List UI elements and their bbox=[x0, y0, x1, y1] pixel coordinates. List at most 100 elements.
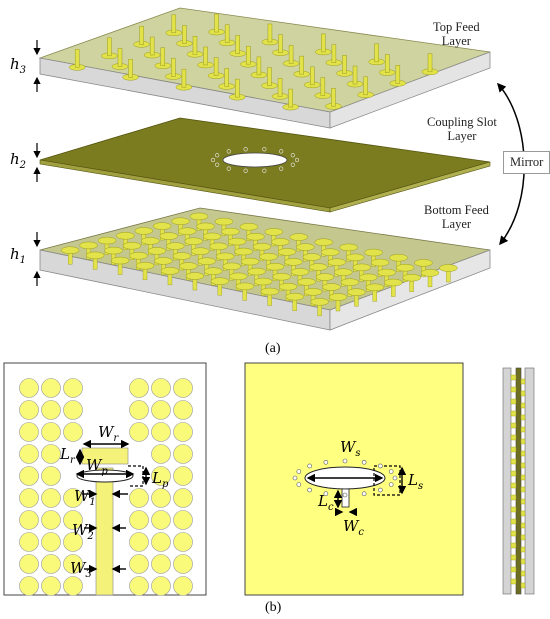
bottom-pad bbox=[264, 228, 284, 236]
patch-circle bbox=[151, 510, 171, 530]
top-post bbox=[160, 47, 166, 67]
bottom-pad bbox=[315, 273, 335, 281]
bottom-pad bbox=[420, 269, 440, 277]
bottom-pad bbox=[154, 257, 173, 265]
patch-circle bbox=[173, 532, 193, 552]
bottom-pad bbox=[339, 243, 358, 252]
bottom-pad bbox=[228, 272, 248, 281]
bottom-pad bbox=[196, 222, 215, 231]
patch-circle bbox=[173, 466, 193, 486]
top-post bbox=[299, 55, 304, 75]
bottom-pad bbox=[414, 259, 433, 267]
ls-label: Ls bbox=[408, 471, 424, 493]
patch-circle bbox=[41, 532, 61, 552]
slot-view-via bbox=[392, 475, 398, 481]
bottom-pad bbox=[297, 278, 316, 286]
slot-view-via bbox=[378, 463, 383, 469]
side-pad bbox=[510, 518, 517, 525]
bottom-pad bbox=[327, 258, 347, 266]
side-pad bbox=[520, 378, 526, 385]
top-post bbox=[277, 78, 283, 97]
bottom-pad bbox=[152, 222, 172, 230]
patch-circle bbox=[151, 532, 171, 552]
side-pad bbox=[510, 434, 517, 441]
bottom-pad bbox=[365, 283, 385, 292]
bottom-pad bbox=[110, 256, 130, 265]
bottom-pad bbox=[221, 227, 240, 236]
patch-circle bbox=[151, 466, 171, 486]
slot-view-via bbox=[388, 469, 394, 474]
patch-circle bbox=[173, 554, 193, 574]
side-pad bbox=[510, 506, 517, 513]
bottom-pad bbox=[322, 283, 341, 291]
top-post bbox=[320, 77, 326, 96]
top-post bbox=[128, 59, 133, 78]
patch-circle bbox=[19, 488, 39, 508]
patch-circle bbox=[173, 422, 193, 442]
side-pad bbox=[520, 414, 526, 421]
bottom-pad bbox=[160, 267, 180, 275]
bottom-pad bbox=[209, 242, 228, 251]
bottom-pad bbox=[147, 247, 167, 255]
top-post bbox=[288, 45, 294, 64]
bottom-pad bbox=[227, 237, 247, 246]
top-post bbox=[267, 23, 273, 43]
bottom-pad bbox=[402, 273, 421, 282]
patch-circle bbox=[173, 444, 193, 464]
caption-a: (a) bbox=[265, 341, 281, 356]
side-pad bbox=[510, 554, 517, 561]
side-pad bbox=[510, 398, 517, 405]
slot-via bbox=[243, 168, 248, 173]
side-pad bbox=[520, 426, 526, 433]
bottom-pad bbox=[122, 241, 142, 250]
bottom-pad bbox=[277, 248, 297, 256]
top-post bbox=[352, 65, 358, 85]
top-post bbox=[331, 44, 337, 63]
patch-circle bbox=[151, 488, 171, 508]
bottom-pad bbox=[383, 278, 403, 287]
mirror-label: Mirror bbox=[503, 151, 550, 174]
h2-label: h2 bbox=[10, 150, 27, 172]
bottom-pad bbox=[166, 242, 185, 250]
top-post bbox=[278, 34, 283, 53]
bottom-pad bbox=[389, 253, 408, 262]
top-post bbox=[374, 43, 379, 63]
bottom-pad bbox=[265, 262, 285, 271]
patch-circle bbox=[63, 422, 83, 442]
patch-circle bbox=[173, 400, 193, 420]
side-pad bbox=[520, 486, 526, 493]
slot-dimension-arrows bbox=[306, 466, 407, 517]
patch-circle bbox=[129, 554, 149, 574]
top-post bbox=[395, 65, 401, 84]
bottom-pad bbox=[79, 241, 98, 250]
w3-label: W3 bbox=[70, 559, 92, 581]
bottom-pad bbox=[314, 238, 333, 246]
wc-label: Wc bbox=[343, 517, 365, 539]
bottom-pad bbox=[215, 252, 235, 261]
bottom-pad bbox=[177, 227, 197, 235]
patch-circle bbox=[151, 576, 171, 596]
side-pad bbox=[520, 558, 526, 565]
patch-circle bbox=[129, 378, 149, 398]
bottom-pad bbox=[439, 264, 458, 272]
side-pad bbox=[520, 438, 526, 445]
top-post bbox=[192, 36, 198, 55]
top-post bbox=[181, 68, 187, 88]
top-post bbox=[139, 26, 144, 45]
top-post bbox=[213, 57, 219, 76]
bottom-pad bbox=[296, 243, 315, 251]
bottom-pad bbox=[302, 253, 322, 261]
bottom-pad bbox=[185, 272, 205, 280]
slot-view-via bbox=[307, 463, 312, 469]
patch-circle bbox=[19, 554, 39, 574]
patch-circle bbox=[151, 378, 171, 398]
side-pad bbox=[520, 462, 526, 469]
top-post bbox=[267, 67, 272, 86]
top-post bbox=[246, 45, 251, 65]
side-pad bbox=[520, 582, 526, 589]
bottom-pad bbox=[345, 253, 365, 262]
bottom-pad bbox=[340, 278, 360, 286]
side-pad bbox=[510, 542, 517, 549]
slot-layer-view bbox=[244, 362, 464, 596]
